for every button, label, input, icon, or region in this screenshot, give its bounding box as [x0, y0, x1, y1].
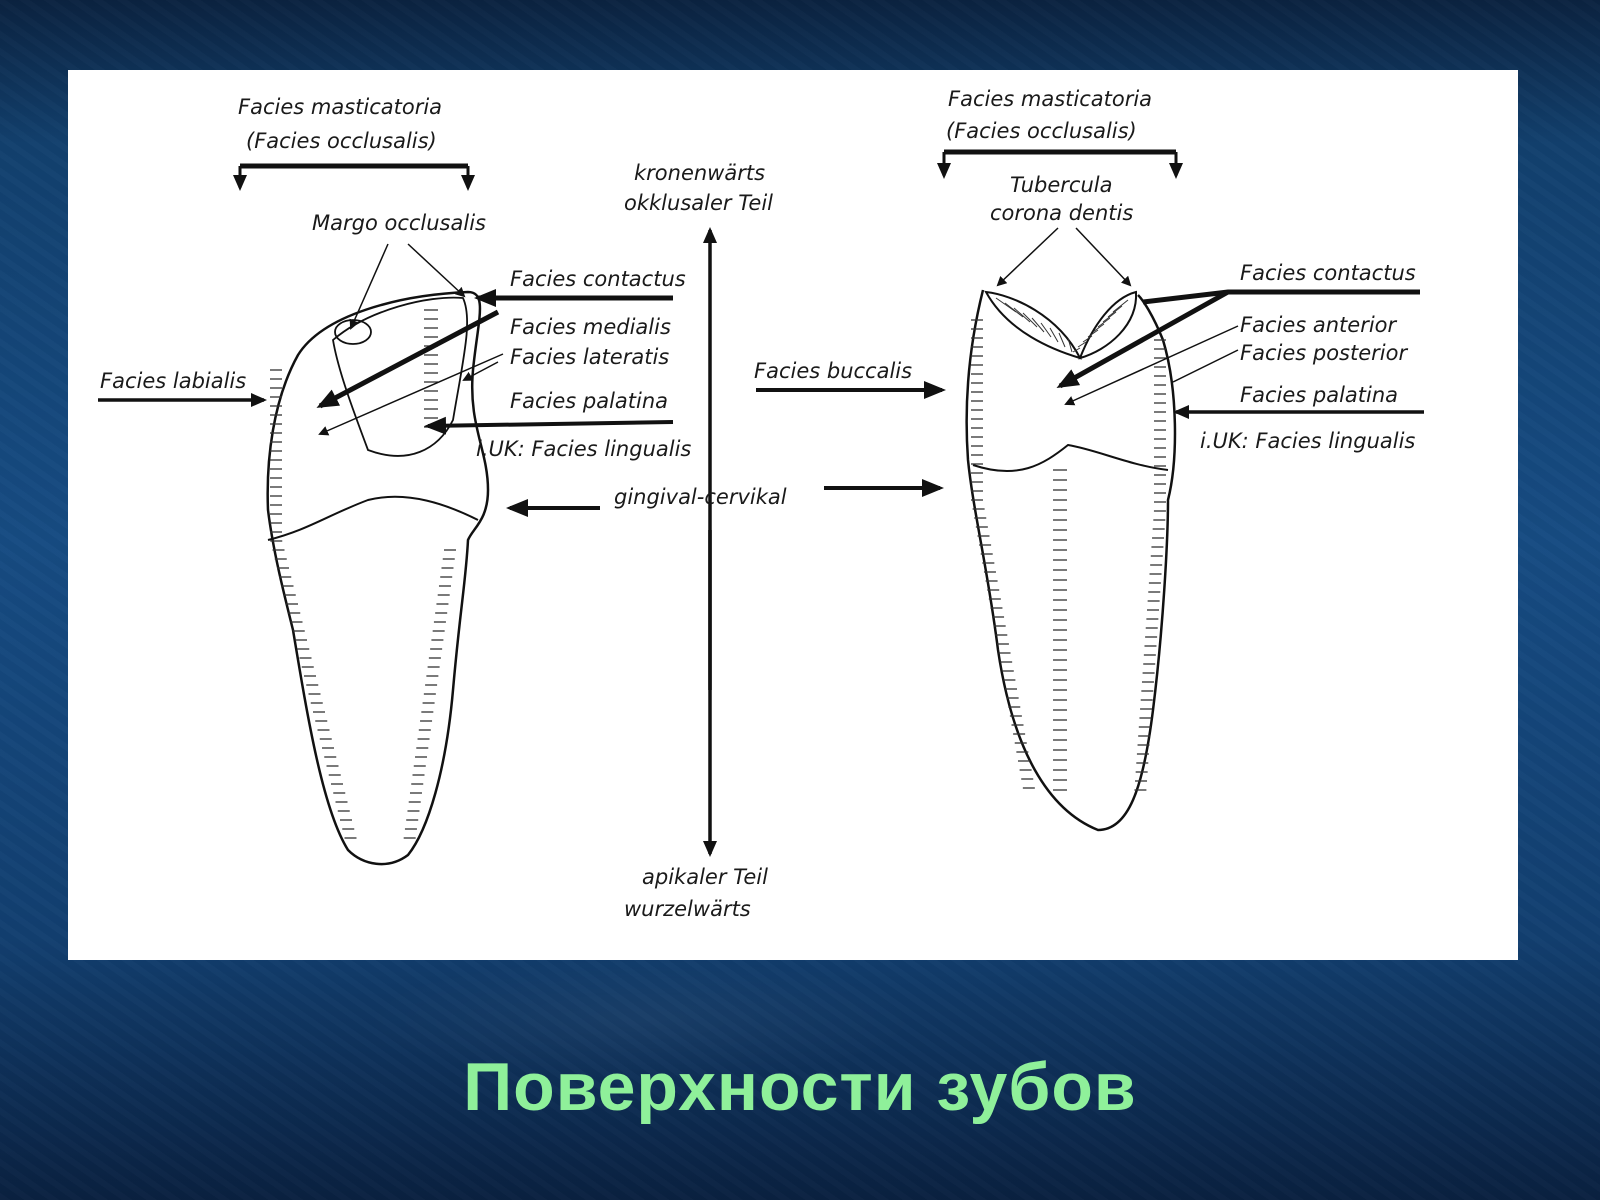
- cusp-hatch-stroke: [1082, 335, 1093, 343]
- cusp-hatch-stroke: [995, 297, 1017, 313]
- label-left-contactus: Facies contactus: [510, 267, 686, 291]
- cusp-hatch-stroke: [1022, 312, 1038, 328]
- label-right-contactus: Facies contactus: [1240, 261, 1416, 285]
- cusp-hatch-stroke: [1067, 337, 1073, 353]
- cusp-hatch-stroke: [1107, 305, 1123, 318]
- label-medialis: Facies medialis: [510, 315, 671, 339]
- label-gingival: gingival-cervikal: [614, 485, 787, 509]
- right-anterior-arrow: [1056, 289, 1230, 389]
- label-okklusaler: okklusaler Teil: [624, 191, 773, 215]
- premolar-cusp-hatching: [995, 297, 1129, 353]
- left-masticatoria-bracket: [233, 163, 475, 191]
- label-left-palatina: Facies palatina: [510, 389, 668, 413]
- incisor-hatching: [270, 309, 456, 839]
- left-lateralis-short-pointer: [462, 361, 499, 381]
- label-posterior: Facies posterior: [1240, 341, 1408, 365]
- left-medialis-arrow: [316, 309, 500, 409]
- cusp-hatch-stroke: [1072, 347, 1081, 353]
- tubercula-pointer-left: [996, 227, 1059, 287]
- cusp-hatch-stroke: [1087, 329, 1099, 338]
- label-kronenwarts: kronenwärts: [634, 161, 765, 185]
- label-wurzelwarts: wurzelwärts: [624, 897, 751, 921]
- left-lateralis-pointer: [318, 353, 504, 436]
- label-lateralis: Facies lateratis: [510, 345, 669, 369]
- right-masticatoria-bracket: [937, 149, 1183, 179]
- cusp-hatch-stroke: [1058, 332, 1066, 348]
- tubercula-pointer-right: [1075, 227, 1132, 287]
- right-posterior-short-pointer: [1172, 349, 1239, 383]
- cusp-hatch-stroke: [1097, 317, 1111, 328]
- left-palatina-arrow: [424, 416, 674, 435]
- premolar-crown-line: [972, 443, 1169, 473]
- incisor-outline: [266, 290, 490, 866]
- label-buccalis: Facies buccalis: [754, 359, 912, 383]
- premolar-outline: [965, 289, 1177, 832]
- label-apikaler: apikaler Teil: [642, 865, 768, 889]
- cusp-hatch-stroke: [1013, 307, 1031, 323]
- premolar-right-cusp: [1078, 290, 1138, 360]
- label-left-lingualis: i.UK: Facies lingualis: [476, 437, 691, 461]
- tooth-surfaces-diagram: Facies masticatoria (Facies occlusalis) …: [98, 87, 1424, 921]
- cusp-hatch-stroke: [1102, 311, 1117, 323]
- label-right-palatina: Facies palatina: [1240, 383, 1398, 407]
- margo-pointer-left: [349, 243, 389, 330]
- premolar-tooth-drawing: [965, 289, 1177, 832]
- label-right-lingualis: i.UK: Facies lingualis: [1200, 429, 1415, 453]
- cusp-hatch-stroke: [1112, 299, 1129, 313]
- premolar-hatching: [971, 319, 1166, 791]
- cusp-hatch-stroke: [1031, 317, 1045, 333]
- slide-title: Поверхности зубов: [463, 1049, 1137, 1125]
- label-left-masticatoria: Facies masticatoria: [238, 95, 442, 119]
- label-right-occlusalis: (Facies occlusalis): [946, 119, 1137, 143]
- cusp-hatch-stroke: [1004, 302, 1024, 318]
- incisor-cemento-enamel-line: [267, 495, 479, 541]
- premolar-left-cusp: [984, 290, 1082, 360]
- cusp-hatch-stroke: [1040, 322, 1052, 338]
- label-anterior: Facies anterior: [1240, 313, 1398, 337]
- diagram-panel: Facies masticatoria (Facies occlusalis) …: [68, 70, 1518, 960]
- incisor-tooth-drawing: [266, 290, 490, 866]
- label-right-masticatoria: Facies masticatoria: [948, 87, 1152, 111]
- cusp-hatch-stroke: [1092, 323, 1105, 333]
- right-contactus-line: [1142, 289, 1420, 305]
- cusp-hatch-stroke: [1077, 341, 1087, 348]
- cusp-hatch-stroke: [1049, 327, 1059, 343]
- label-labialis: Facies labialis: [100, 369, 246, 393]
- label-margo-occlusalis: Margo occlusalis: [312, 211, 486, 235]
- label-corona-dentis: corona dentis: [990, 201, 1133, 225]
- label-tubercula: Tubercula: [1010, 173, 1112, 197]
- right-posterior-pointer: [1064, 325, 1239, 406]
- label-left-occlusalis: (Facies occlusalis): [246, 129, 437, 153]
- margo-pointer-right: [407, 243, 466, 298]
